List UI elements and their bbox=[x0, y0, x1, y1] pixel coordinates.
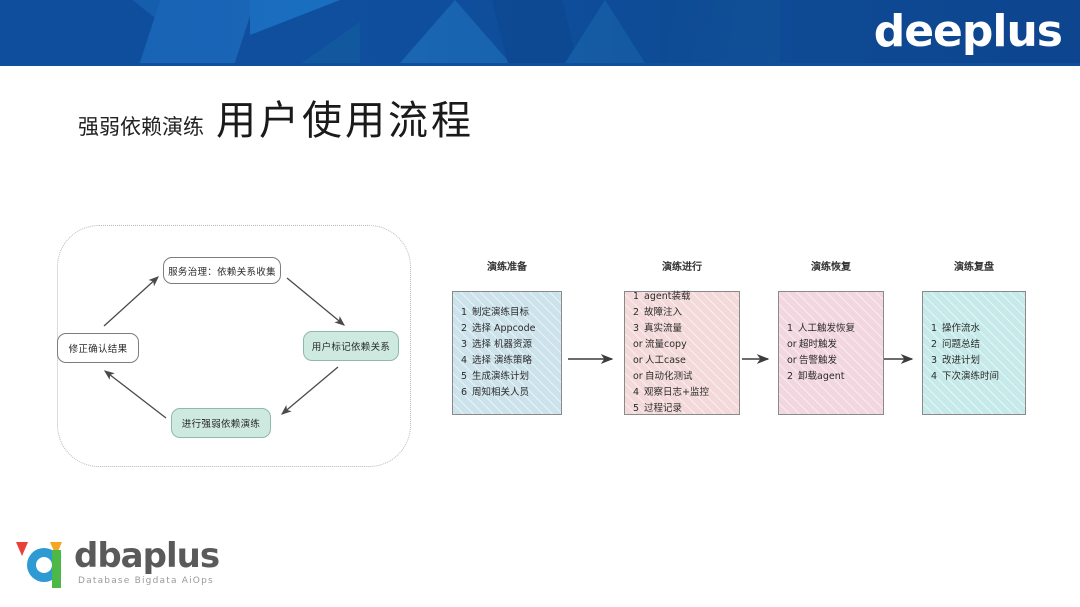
flow-item-num: 3 bbox=[461, 339, 468, 350]
flow-item: 2 故障注入 bbox=[633, 305, 731, 321]
flow-stage-review-title: 演练复盘 bbox=[954, 262, 994, 273]
flow-item-text: 操作流水 bbox=[942, 323, 981, 334]
flow-item-num: 3 bbox=[633, 323, 640, 334]
flow-item: 2 问题总结 bbox=[931, 337, 1017, 353]
flow-item: 5 过程记录 bbox=[633, 401, 731, 417]
flow-stage-prepare-title: 演练准备 bbox=[487, 262, 527, 273]
flow-item-text: 自动化测试 bbox=[645, 371, 693, 382]
flow-item: 1 人工触发恢复 bbox=[787, 321, 875, 337]
page-title-main: 用户使用流程 bbox=[216, 98, 474, 144]
cycle-node-collect-label: 服务治理：依赖关系收集 bbox=[168, 266, 276, 278]
dbaplus-wordmark: dbaplus bbox=[74, 536, 220, 576]
flow-item-num: 6 bbox=[461, 387, 468, 398]
dbaplus-mark-icon bbox=[16, 542, 62, 588]
header-gradient-overlay bbox=[0, 0, 1080, 63]
flow-item-num: or bbox=[633, 371, 643, 382]
flow-item-num: 5 bbox=[633, 403, 640, 414]
flow-item: 3 选择 机器资源 bbox=[461, 337, 553, 353]
flow-item-text: 下次演练时间 bbox=[942, 371, 1000, 382]
flow-item-num: 4 bbox=[461, 355, 468, 366]
flow-item-num: 3 bbox=[931, 355, 938, 366]
flow-item: 1 操作流水 bbox=[931, 321, 1017, 337]
flow-item-text: 制定演练目标 bbox=[472, 307, 530, 318]
flow-item-text: 人工case bbox=[645, 355, 686, 366]
flow-item-text: 改进计划 bbox=[942, 355, 981, 366]
flow-item-num: or bbox=[633, 355, 643, 366]
flow-item-text: 真实流量 bbox=[644, 323, 683, 334]
page-title: 强弱依赖演练 用户使用流程 bbox=[78, 88, 474, 146]
flow-item-num: 2 bbox=[931, 339, 938, 350]
flow-stage-review-box[interactable]: 1 操作流水 2 问题总结 3 改进计划 4 下次演练时间 bbox=[922, 291, 1026, 415]
flow-item-text: 告警触发 bbox=[799, 355, 838, 366]
flow-item-num: or bbox=[787, 355, 797, 366]
flow-item: 3 改进计划 bbox=[931, 353, 1017, 369]
flow-item: 4 下次演练时间 bbox=[931, 369, 1017, 385]
flow-item-num: 5 bbox=[461, 371, 468, 382]
flow-item: 5 生成演练计划 bbox=[461, 369, 553, 385]
flow-item-text: 生成演练计划 bbox=[472, 371, 530, 382]
flow-item: 6 周知相关人员 bbox=[461, 385, 553, 401]
flow-item-num: 1 bbox=[931, 323, 938, 334]
cycle-node-mark[interactable]: 用户标记依赖关系 bbox=[303, 331, 399, 361]
flow-item: 4 选择 演练策略 bbox=[461, 353, 553, 369]
cycle-node-collect[interactable]: 服务治理：依赖关系收集 bbox=[163, 257, 281, 284]
flow-item: 2 选择 Appcode bbox=[461, 321, 553, 337]
flow-stage-recover-title: 演练恢复 bbox=[811, 262, 851, 273]
flow-item-num: or bbox=[787, 339, 797, 350]
flow-item: 3 真实流量 bbox=[633, 321, 731, 337]
flow-stage-execute-title: 演练进行 bbox=[662, 262, 702, 273]
cycle-node-drill-label: 进行强弱依赖演练 bbox=[181, 419, 261, 430]
flow-item-text: 选择 Appcode bbox=[472, 323, 536, 334]
cycle-node-drill[interactable]: 进行强弱依赖演练 bbox=[171, 408, 271, 438]
cycle-node-fix[interactable]: 修正确认结果 bbox=[57, 333, 139, 363]
page-title-prefix: 强弱依赖演练 bbox=[78, 115, 204, 139]
deeplus-logo: deeplus bbox=[873, 6, 1063, 57]
flow-item-num: 2 bbox=[461, 323, 468, 334]
flow-item-num: 1 bbox=[787, 323, 794, 334]
flow-item-num: 4 bbox=[931, 371, 938, 382]
flow-item-text: 观察日志+监控 bbox=[644, 387, 709, 398]
flow-item-text: 选择 演练策略 bbox=[472, 355, 533, 366]
flow-item-text: 故障注入 bbox=[644, 307, 683, 318]
dbaplus-logo: dbaplus Database Bigdata AiOps bbox=[14, 534, 220, 596]
flow-item-text: 人工触发恢复 bbox=[798, 323, 856, 334]
flow-item-num: 2 bbox=[633, 307, 640, 318]
flow-item-text: 超时触发 bbox=[799, 339, 838, 350]
flow-item: 2 卸载agent bbox=[787, 369, 875, 385]
flow-item-text: 卸载agent bbox=[798, 371, 845, 382]
flow-item-num: 4 bbox=[633, 387, 640, 398]
flow-item-text: 选择 机器资源 bbox=[472, 339, 533, 350]
flow-item-num: 1 bbox=[461, 307, 468, 318]
flow-item-num: 1 bbox=[633, 291, 640, 302]
flow-item: 1 制定演练目标 bbox=[461, 305, 553, 321]
flow-item-text: 问题总结 bbox=[942, 339, 981, 350]
flow-item: 4 观察日志+监控 bbox=[633, 385, 731, 401]
flow-item-num: or bbox=[633, 339, 643, 350]
header-underline bbox=[0, 63, 1080, 66]
flow-item-text: 过程记录 bbox=[644, 403, 683, 414]
cycle-node-fix-label: 修正确认结果 bbox=[68, 344, 128, 355]
flow-item-num: 2 bbox=[787, 371, 794, 382]
flow-item-text: 流量copy bbox=[645, 339, 687, 350]
cycle-node-mark-label: 用户标记依赖关系 bbox=[311, 342, 391, 353]
header-banner: deeplus bbox=[0, 0, 1080, 63]
flow-item-text: 周知相关人员 bbox=[472, 387, 530, 398]
flow-item-text: agent装载 bbox=[644, 291, 691, 302]
dbaplus-tagline: Database Bigdata AiOps bbox=[78, 576, 214, 586]
flow-item: 1 agent装载 bbox=[633, 289, 731, 305]
